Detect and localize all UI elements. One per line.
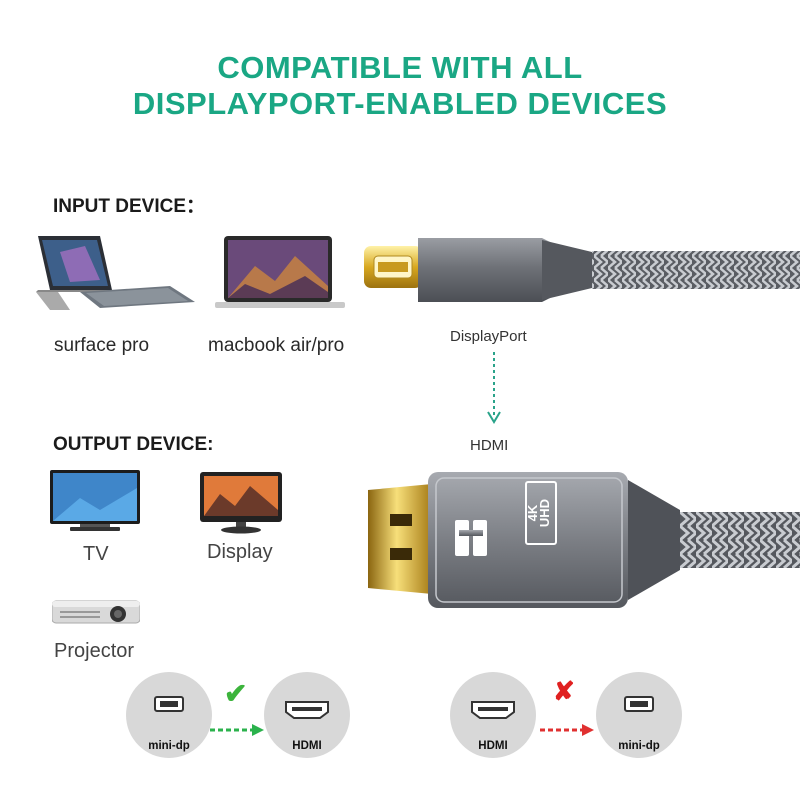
cable-bottom-label: HDMI	[470, 437, 509, 454]
projector-icon	[52, 597, 140, 627]
mini-dp-circle-2	[596, 672, 682, 758]
device-label-surface-pro: surface pro	[54, 335, 150, 356]
hdmi-port-icon-2	[470, 700, 516, 720]
mini-dp-circle	[126, 672, 212, 758]
cross-icon: ✘	[553, 676, 575, 706]
supported-to-label: HDMI	[292, 740, 322, 752]
input-device-title: INPUT DEVICE：	[53, 196, 206, 217]
conversion-arrow-icon	[484, 350, 504, 430]
device-label-tv: TV	[83, 543, 109, 565]
macbook-icon	[215, 236, 345, 310]
headline-line-1: COMPATIBLE WITH ALL	[217, 50, 583, 85]
monitor-icon	[200, 472, 282, 534]
device-label-display: Display	[207, 541, 273, 563]
unsupported-from-label: HDMI	[478, 740, 508, 752]
check-icon: ✔	[224, 678, 248, 709]
unsupported-to-label: mini-dp	[618, 740, 660, 752]
4k-uhd-badge: 4K UHD	[525, 481, 557, 545]
cable-top-label: DisplayPort	[450, 328, 527, 345]
headline-line-2: DISPLAYPORT-ENABLED DEVICES	[132, 86, 668, 121]
hdmi-port-icon	[284, 700, 330, 720]
mini-dp-port-icon-2	[624, 696, 654, 712]
surface-pro-icon	[30, 232, 195, 312]
red-arrow-icon	[540, 722, 596, 738]
device-label-projector: Projector	[54, 640, 135, 662]
mini-displayport-plug-icon	[356, 232, 800, 308]
hdmi-plug-icon	[360, 470, 800, 610]
output-device-title: OUTPUT DEVICE:	[53, 434, 214, 455]
tv-icon	[50, 470, 140, 532]
supported-from-label: mini-dp	[148, 740, 190, 752]
device-label-macbook: macbook air/pro	[208, 335, 345, 356]
mini-dp-port-icon	[154, 696, 184, 712]
green-arrow-icon	[210, 722, 266, 738]
badge-uhd: UHD	[537, 498, 552, 528]
